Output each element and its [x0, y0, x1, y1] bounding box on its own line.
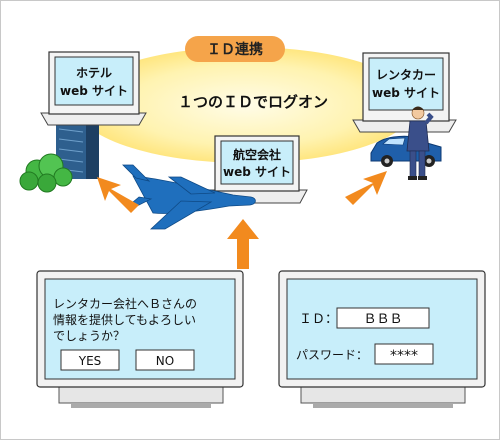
hotel-site-label-line1: ホテル	[76, 66, 112, 80]
yes-button[interactable]: YES	[60, 349, 120, 371]
hotel-site-label-line2: web サイト	[60, 84, 128, 98]
rental-site-label-line2: web サイト	[372, 86, 440, 100]
car-icon	[370, 135, 442, 167]
consent-monitor: レンタカー会社へＢさんの 情報を提供してもよろしい でしょうか？ YES NO	[36, 270, 244, 408]
person-icon	[406, 106, 434, 180]
consent-message-line3: でしょうか？	[53, 329, 125, 343]
login-monitor: ＩＤ： ＢＢＢ パスワード： ****	[278, 270, 486, 408]
arrow-to-airline-icon	[227, 219, 259, 269]
federation-ellipse	[76, 47, 416, 163]
airline-site-label-line2: web サイト	[223, 165, 291, 179]
id-federation-tag-label: ＩＤ連携	[207, 41, 263, 58]
login-password-field[interactable]: ****	[374, 343, 434, 365]
arrow-to-rental-icon	[345, 171, 387, 205]
login-password-value: ****	[390, 348, 418, 364]
hotel-monitor: ホテル web サイト	[40, 51, 147, 126]
single-id-logon-label: １つのＩＤでログオン	[178, 93, 328, 111]
rental-site-label-line1: レンタカー	[376, 68, 436, 82]
yes-button-label: YES	[78, 354, 102, 368]
airline-site-label-line1: 航空会社	[233, 147, 281, 162]
login-password-label: パスワード：	[296, 348, 368, 362]
id-federation-tag: ＩＤ連携	[185, 36, 285, 62]
no-button-label: NO	[156, 354, 174, 368]
login-id-value: ＢＢＢ	[363, 312, 402, 327]
no-button[interactable]: NO	[135, 349, 195, 371]
rental-site: レンタカー web サイト	[352, 52, 457, 180]
rental-monitor: レンタカー web サイト	[352, 52, 457, 133]
login-id-label: ＩＤ：	[299, 312, 338, 327]
hotel-site: ホテル web サイト	[19, 51, 147, 193]
arrow-to-hotel-icon	[97, 177, 139, 213]
consent-message-line2: 情報を提供してもよろしい	[53, 312, 196, 327]
consent-message-line1: レンタカー会社へＢさんの	[53, 296, 197, 311]
login-id-field[interactable]: ＢＢＢ	[336, 307, 430, 329]
hotel-bushes-icon	[19, 153, 73, 193]
